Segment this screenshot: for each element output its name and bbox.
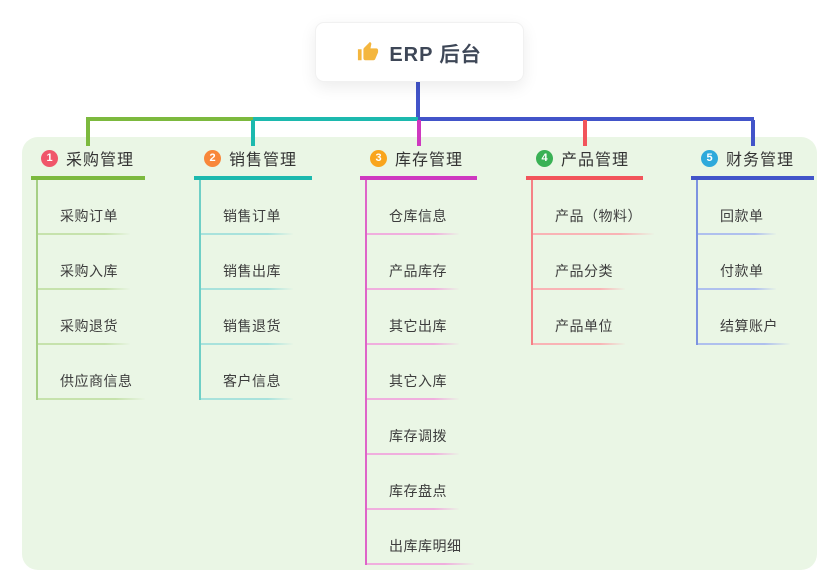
branch-drop-line xyxy=(417,120,421,146)
branch-children: 仓库信息产品库存其它出库其它入库库存调拨库存盘点出库库明细 xyxy=(365,180,477,565)
branch-5: 5 财务管理回款单付款单结算账户 xyxy=(691,146,814,345)
child-node: 结算账户 xyxy=(698,290,814,345)
branch-drop-line xyxy=(583,120,587,146)
branch-label: 产品管理 xyxy=(561,152,630,169)
child-label[interactable]: 采购退货 xyxy=(38,316,130,345)
branch-header[interactable]: 5 财务管理 xyxy=(691,146,814,180)
child-node: 库存盘点 xyxy=(367,455,477,510)
branch-children: 产品（物料） 产品分类产品单位 xyxy=(531,180,654,345)
branch-label: 销售管理 xyxy=(229,152,298,169)
child-label[interactable]: 销售出库 xyxy=(201,261,293,290)
root-node[interactable]: ERP 后台 xyxy=(315,22,524,82)
thumbs-up-icon xyxy=(358,41,379,61)
branch-drop-line xyxy=(86,120,90,146)
branch-3: 3 库存管理仓库信息产品库存其它出库其它入库库存调拨库存盘点出库库明细 xyxy=(360,146,477,565)
child-node: 出库库明细 xyxy=(367,510,477,565)
branch-header[interactable]: 3 库存管理 xyxy=(360,146,477,180)
root-title: ERP 后台 xyxy=(389,43,482,66)
child-node: 销售退货 xyxy=(201,290,312,345)
connector-bar-segment xyxy=(86,117,253,121)
branch-children: 回款单付款单结算账户 xyxy=(696,180,814,345)
child-label[interactable]: 库存盘点 xyxy=(367,481,459,510)
branch-4: 4 产品管理产品（物料） 产品分类产品单位 xyxy=(526,146,654,345)
child-node: 客户信息 xyxy=(201,345,312,400)
child-node: 采购入库 xyxy=(38,235,145,290)
child-node: 采购订单 xyxy=(38,180,145,235)
child-label[interactable]: 产品分类 xyxy=(533,261,625,290)
child-label[interactable]: 客户信息 xyxy=(201,371,293,400)
child-node: 产品（物料） xyxy=(533,180,654,235)
branch-label: 库存管理 xyxy=(395,152,464,169)
child-label[interactable]: 产品库存 xyxy=(367,261,459,290)
child-label[interactable]: 库存调拨 xyxy=(367,426,459,455)
child-node: 销售出库 xyxy=(201,235,312,290)
child-label[interactable]: 采购入库 xyxy=(38,261,130,290)
branch-number-badge: 5 xyxy=(701,149,718,167)
child-node: 产品分类 xyxy=(533,235,643,290)
branch-header[interactable]: 2 销售管理 xyxy=(194,146,312,180)
branch-2: 2 销售管理销售订单销售出库销售退货客户信息 xyxy=(194,146,312,400)
branch-label: 采购管理 xyxy=(66,152,135,169)
child-label[interactable]: 采购订单 xyxy=(38,206,130,235)
branch-number-badge: 4 xyxy=(536,149,553,167)
child-label[interactable]: 其它入库 xyxy=(367,371,459,400)
child-node: 付款单 xyxy=(698,235,814,290)
connector-bar-segment xyxy=(418,117,754,121)
branch-drop-line xyxy=(751,120,755,146)
child-label[interactable]: 产品单位 xyxy=(533,316,625,345)
child-node: 其它入库 xyxy=(367,345,477,400)
child-label[interactable]: 回款单 xyxy=(698,206,776,235)
branch-label: 财务管理 xyxy=(726,152,795,169)
branch-number-badge: 2 xyxy=(204,149,221,167)
branch-header[interactable]: 1 采购管理 xyxy=(31,146,145,180)
child-node: 回款单 xyxy=(698,180,814,235)
child-label[interactable]: 产品（物料） xyxy=(533,206,654,235)
branch-number-badge: 3 xyxy=(370,149,387,167)
branch-children: 采购订单采购入库采购退货供应商信息 xyxy=(36,180,145,400)
branch-1: 1 采购管理采购订单采购入库采购退货供应商信息 xyxy=(31,146,145,400)
child-label[interactable]: 仓库信息 xyxy=(367,206,459,235)
child-node: 采购退货 xyxy=(38,290,145,345)
branch-children: 销售订单销售出库销售退货客户信息 xyxy=(199,180,312,400)
child-node: 产品库存 xyxy=(367,235,477,290)
child-node: 仓库信息 xyxy=(367,180,477,235)
branch-header[interactable]: 4 产品管理 xyxy=(526,146,643,180)
child-label[interactable]: 出库库明细 xyxy=(367,536,474,565)
connector-bar-segment xyxy=(253,117,418,121)
child-label[interactable]: 销售退货 xyxy=(201,316,293,345)
child-label[interactable]: 其它出库 xyxy=(367,316,459,345)
child-node: 其它出库 xyxy=(367,290,477,345)
child-node: 供应商信息 xyxy=(38,345,145,400)
child-node: 产品单位 xyxy=(533,290,643,345)
child-label[interactable]: 供应商信息 xyxy=(38,371,145,400)
child-label[interactable]: 销售订单 xyxy=(201,206,293,235)
child-label[interactable]: 结算账户 xyxy=(698,316,790,345)
child-node: 库存调拨 xyxy=(367,400,477,455)
branch-drop-line xyxy=(251,120,255,146)
root-stem-line xyxy=(416,82,420,117)
branch-number-badge: 1 xyxy=(41,149,58,167)
child-label[interactable]: 付款单 xyxy=(698,261,776,290)
child-node: 销售订单 xyxy=(201,180,312,235)
